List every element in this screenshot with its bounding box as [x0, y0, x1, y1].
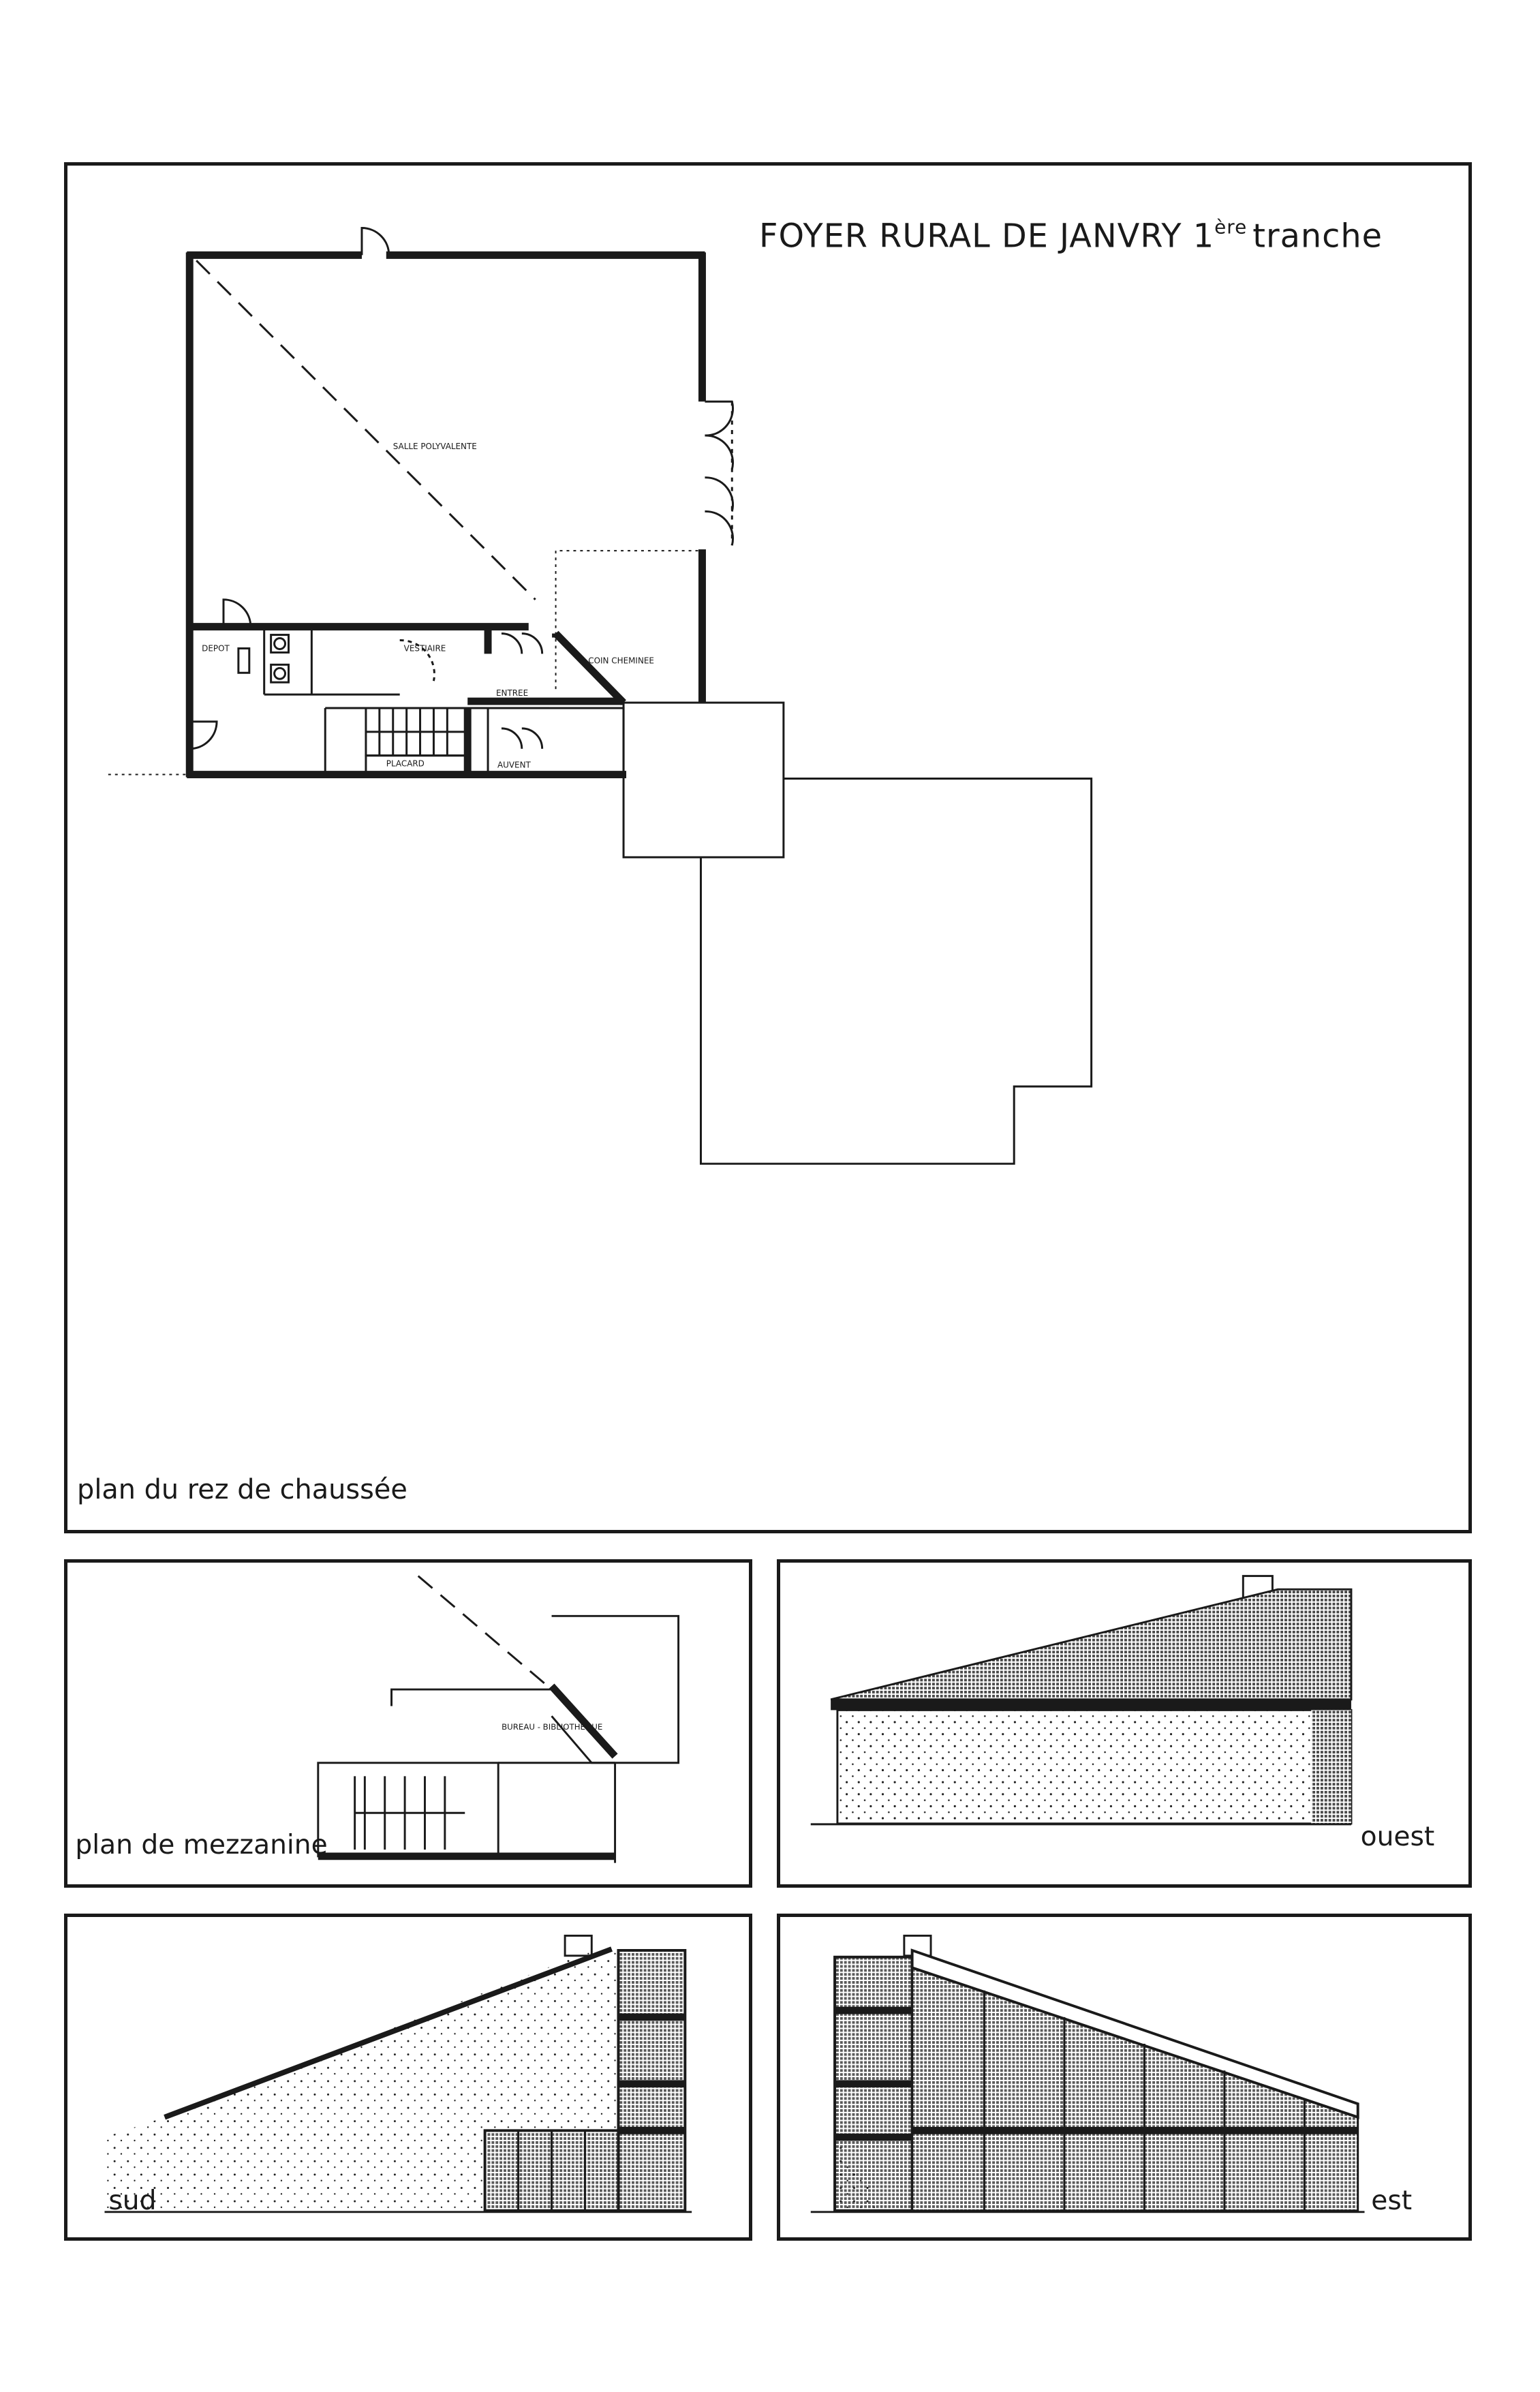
wall-end	[1311, 1710, 1351, 1824]
mezzanine-edge-line	[196, 260, 536, 600]
service-wing	[108, 598, 625, 776]
roof-edge	[910, 1948, 1359, 2119]
mezzanine-panel: BUREAU - BIBLIOTHEQUE plan de mezzanine	[64, 1559, 752, 1888]
room-label-entree: ENTREE	[496, 688, 528, 698]
room-label-coin-cheminee: COIN CHEMINEE	[588, 656, 654, 665]
mezzanine-walls	[317, 1614, 680, 1863]
room-label-vestiaire: VESTIAIRE	[404, 643, 446, 653]
room-label-bureau: BUREAU - BIBLIOTHEQUE	[502, 1722, 602, 1732]
est-label: est	[1371, 2186, 1412, 2216]
mezzanine-drawing: BUREAU - BIBLIOTHEQUE plan de mezzanine	[75, 1575, 680, 1863]
ouest-label: ouest	[1361, 1822, 1435, 1852]
room-label-depot: DEPOT	[202, 643, 230, 653]
room-label-salle: SALLE POLYVALENTE	[393, 442, 477, 451]
roof-slope	[830, 1588, 1353, 1701]
room-label-auvent: AUVENT	[497, 761, 532, 770]
elevation-sud-drawing: sud	[104, 1934, 692, 2216]
elevation-sud-panel: sud	[64, 1914, 752, 2241]
elevation-est-panel: est	[777, 1914, 1472, 2241]
sud-label: sud	[108, 2186, 156, 2216]
elevation-ouest-panel: ouest	[777, 1559, 1472, 1888]
wall-facade	[836, 1708, 1353, 1825]
roof-edge	[164, 1946, 613, 2120]
ground-floor-label: plan du rez de chaussée	[77, 1474, 407, 1505]
future-extension-outline	[622, 701, 1093, 1165]
coin-cheminee-area	[552, 550, 700, 705]
mezzanine-diagonal	[417, 1575, 553, 1691]
elevation-est-drawing: est	[810, 1934, 1412, 2216]
room-label-placard: PLACARD	[386, 759, 425, 769]
mezzanine-label: plan de mezzanine	[75, 1830, 327, 1860]
elevation-ouest-drawing: ouest	[810, 1575, 1435, 1852]
roof-edge	[831, 1699, 1351, 1711]
